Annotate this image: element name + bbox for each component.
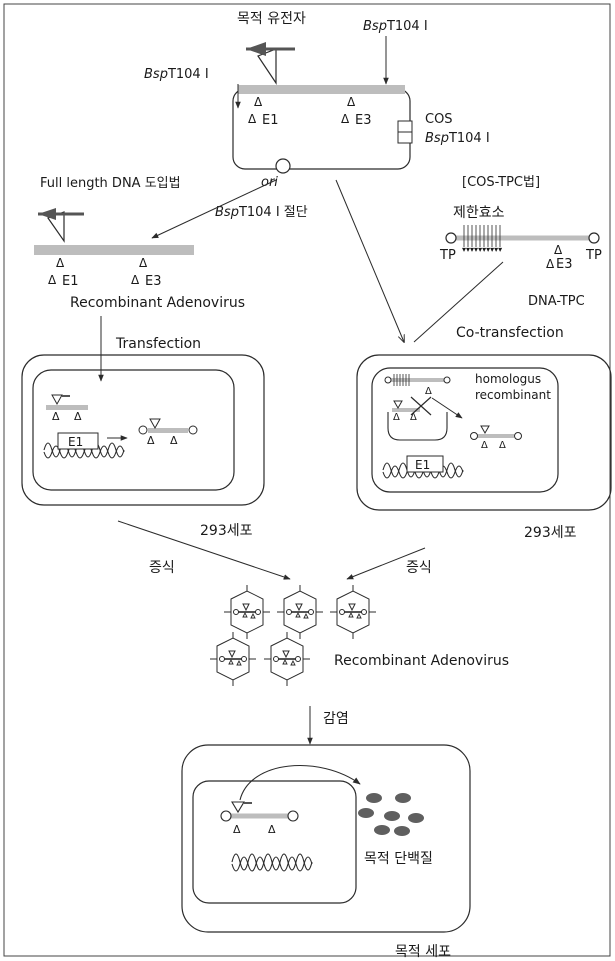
protein-ellipses — [358, 793, 424, 836]
svg-text:Δ: Δ — [554, 243, 563, 257]
expression-arrow — [239, 765, 361, 801]
svg-text:Δ: Δ — [56, 256, 65, 270]
page-border — [3, 3, 611, 957]
svg-text:Δ: Δ — [131, 273, 140, 287]
tp-left-label: TP — [439, 248, 456, 263]
ori-circle — [275, 158, 291, 174]
dna-tpc-label: DNA-TPC — [528, 294, 585, 309]
propagation-right-label: 증식 — [406, 560, 432, 576]
svg-text:Δ: Δ — [233, 823, 241, 836]
propagation-arrow-right — [346, 547, 426, 580]
tp-right-label: TP — [585, 248, 602, 263]
virus-particle — [276, 584, 324, 640]
delta-e1-mark: Δ — [254, 95, 263, 109]
protein — [358, 808, 374, 818]
svg-text:Δ: Δ — [425, 386, 432, 397]
arrow-to-linear-dna — [151, 179, 277, 239]
bsp-cut-label: BspT104 I 절단 — [215, 205, 308, 220]
transfection-label: Transfection — [115, 336, 201, 352]
linear-recombinant-dna: Δ Δ Δ Δ — [34, 208, 194, 287]
virus-particle — [223, 584, 271, 640]
infection-label: 감염 — [323, 711, 349, 727]
tpc-e3-label: E3 — [556, 257, 573, 272]
svg-text:Δ: Δ — [74, 410, 82, 423]
linear-e3-label: E3 — [145, 274, 162, 289]
dna-tpc-fragment: ▾▾▾▾▾▾▾▾▾▾ Δ Δ — [445, 225, 600, 271]
target-cell-label: 목적 세포 — [395, 944, 451, 960]
left-cell-e1-label: E1 — [68, 435, 83, 449]
svg-text:▾▾▾▾▾▾▾▾▾▾: ▾▾▾▾▾▾▾▾▾▾ — [462, 245, 502, 254]
svg-text:Δ: Δ — [410, 412, 417, 423]
protein — [366, 793, 382, 803]
svg-text:Δ: Δ — [170, 434, 178, 447]
cell-293-left-label: 293세포 — [200, 523, 253, 539]
svg-text:Δ: Δ — [341, 112, 350, 126]
recombinant-label: recombinant — [475, 388, 551, 402]
svg-text:Δ: Δ — [268, 823, 276, 836]
recombinant-adenovirus-label-2: Recombinant Adenovirus — [334, 653, 509, 669]
cos-label: COS — [425, 112, 453, 127]
plasmid-dna-bar — [238, 85, 405, 94]
protein — [394, 826, 410, 836]
homologus-label: homologus — [475, 372, 541, 386]
gene-insert-triangle — [257, 48, 277, 85]
right-cell-e1-label: E1 — [415, 458, 430, 472]
target-protein-label: 목적 단백질 — [364, 851, 433, 867]
svg-text:Δ: Δ — [499, 440, 506, 451]
protein — [395, 793, 411, 803]
co-transfection-label: Co-transfection — [456, 325, 564, 341]
arrow-to-cotransfection — [335, 179, 404, 342]
virus-particle — [209, 631, 257, 687]
cos-tpc-method-label: [COS-TPC법] — [462, 175, 540, 190]
plasmid-construct: Δ Δ Δ Δ — [232, 36, 413, 174]
svg-text:Δ: Δ — [546, 257, 555, 271]
right-293-cell: Δ Δ Δ Δ Δ — [356, 354, 612, 511]
full-length-method-label: Full length DNA 도입법 — [40, 176, 181, 191]
svg-text:Δ: Δ — [48, 273, 57, 287]
linear-e1-label: E1 — [62, 274, 79, 289]
svg-text:Δ: Δ — [52, 410, 60, 423]
protein — [384, 811, 400, 821]
virus-particle — [263, 631, 311, 687]
restriction-enzyme-label: 제한효소 — [453, 205, 505, 221]
left-293-cell: Δ Δ Δ Δ — [21, 354, 265, 506]
target-cell: Δ Δ — [181, 744, 471, 933]
bsp-cos-label: BspT104 I — [425, 131, 490, 146]
target-gene-label: 목적 유전자 — [237, 11, 306, 27]
propagation-arrow-left — [117, 520, 291, 580]
svg-text:Δ: Δ — [147, 434, 155, 447]
svg-text:Δ: Δ — [481, 440, 488, 451]
bsp-site-left-label: BspT104 I — [144, 67, 209, 82]
bsp-site-right-label: BspT104 I — [363, 19, 428, 34]
arrow-from-tpc — [413, 261, 504, 343]
protein — [408, 813, 424, 823]
svg-text:Δ: Δ — [139, 256, 148, 270]
protein — [374, 825, 390, 835]
delta-e3-mark: Δ — [347, 95, 356, 109]
virus-particles — [209, 584, 377, 687]
e3-label: E3 — [355, 113, 372, 128]
virus-particle — [329, 584, 377, 640]
e1-label: E1 — [262, 113, 279, 128]
cell-293-right-label: 293세포 — [524, 525, 577, 541]
propagation-left-label: 증식 — [149, 560, 175, 576]
svg-text:Δ: Δ — [393, 412, 400, 423]
recombinant-adenovirus-label-1: Recombinant Adenovirus — [70, 295, 245, 311]
svg-text:Δ: Δ — [248, 112, 257, 126]
